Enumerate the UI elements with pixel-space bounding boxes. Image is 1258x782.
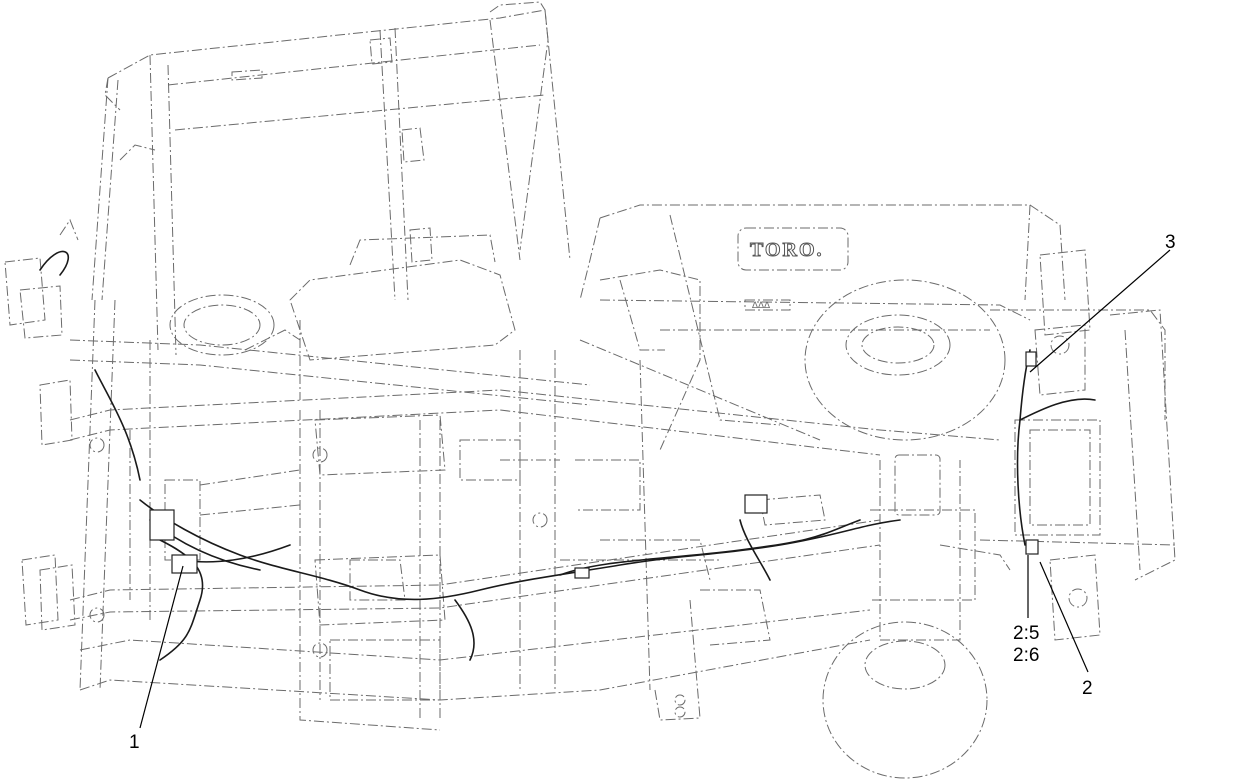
rops-frame — [91, 1, 571, 356]
callout-leaders — [139, 249, 1171, 729]
callout-1: 1 — [129, 732, 140, 753]
junction-block — [744, 494, 768, 514]
harness-clip — [574, 567, 590, 579]
highlighted-components — [149, 351, 1039, 579]
bed-decal: ∆∆∆ — [751, 301, 771, 311]
sub-label-2-5: 2:5 — [1013, 623, 1039, 644]
tail-light-connector-right — [1025, 351, 1037, 367]
rear-wheel — [822, 454, 988, 779]
callout-labels: 1 2 3 2:5 2:6 — [129, 232, 1176, 753]
front-lights — [4, 218, 79, 631]
tail-light-brackets — [1034, 249, 1101, 641]
wire-harness — [39, 250, 1096, 661]
tail-light-connector-left — [1025, 539, 1039, 555]
relay-module — [149, 509, 175, 541]
callout-2: 2 — [1082, 678, 1093, 699]
leader-line-2 — [1039, 561, 1089, 673]
seat-area — [169, 234, 516, 400]
callout-3: 3 — [1165, 232, 1176, 253]
leader-line-1 — [139, 565, 184, 729]
cargo-bed: TORO. ∆∆∆ — [579, 204, 1176, 581]
harness-connector-1 — [171, 554, 198, 574]
spare-tire — [804, 279, 1006, 441]
leader-line-3 — [1029, 249, 1171, 373]
main-chassis — [69, 269, 1001, 731]
sub-label-2-6: 2:6 — [1013, 645, 1039, 666]
toro-logo: TORO. — [750, 239, 824, 261]
